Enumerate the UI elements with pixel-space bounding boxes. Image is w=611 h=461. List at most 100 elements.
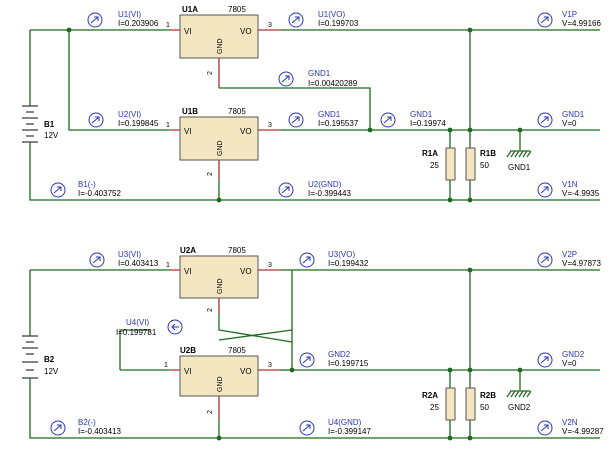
circuit-2: B2 12V U2A 7805 VI VO GND 1 3 2 U2B 7805… (22, 246, 604, 441)
u1b-vo: VO (240, 127, 252, 136)
probe-b1neg[interactable]: B1(-) I=-0.403752 (50, 180, 121, 198)
probe-u4vi-name: U4(VI) (126, 318, 149, 327)
probe-u3vo-name: U3(VO) (328, 250, 355, 259)
probe-vgnd1[interactable]: GND1 V=0 (537, 110, 585, 128)
u1a-vo: VO (240, 27, 252, 36)
u2b-pin3: 3 (268, 362, 272, 369)
probe-gnd1b-reading: I=0.195537 (318, 119, 359, 128)
probe-v1p-reading: V=4.99166 (562, 19, 601, 28)
regulator-u2a[interactable]: U2A 7805 VI VO GND 1 3 2 (166, 246, 272, 312)
probe-u4gnd[interactable]: U4(GND) I=-0.399147 (299, 418, 371, 436)
u1b-gnd: GND (217, 140, 224, 156)
u2b-pin1: 1 (164, 362, 168, 369)
probe-u1vi-name: U1(VI) (118, 10, 141, 19)
u2b-vi: VI (184, 367, 192, 376)
wires-circuit-1 (29, 29, 600, 201)
probe-v1n[interactable]: V1N V=-4.9935 (537, 180, 600, 198)
probe-vgnd1-reading: V=0 (562, 119, 577, 128)
r2b-name: R2B (480, 391, 496, 400)
u2a-vi: VI (184, 267, 192, 276)
u1a-gnd: GND (217, 38, 224, 54)
probe-u3vi-name: U3(VI) (118, 250, 141, 259)
r2a-value: 25 (430, 403, 439, 412)
probe-b1neg-reading: I=-0.403752 (78, 189, 121, 198)
regulator-u2b[interactable]: U2B 7805 VI VO GND 1 3 2 (164, 346, 272, 414)
probe-u1vo[interactable]: U1(VO) I=0.199703 (288, 10, 359, 28)
probe-u1vo-reading: I=0.199703 (318, 19, 359, 28)
probe-b2neg[interactable]: B2(-) I=-0.403413 (50, 418, 121, 436)
u2a-vo: VO (240, 267, 252, 276)
probe-gnd1c[interactable]: GND1 I=0.19974 (380, 110, 446, 128)
probe-gnd1c-reading: I=0.19974 (410, 119, 446, 128)
u1a-part: 7805 (228, 5, 246, 14)
u2b-name: U2B (180, 346, 196, 355)
probe-v2n[interactable]: V2N V=-4.99287 (537, 418, 604, 436)
probe-gnd2-name: GND2 (328, 350, 351, 359)
regulator-u1a[interactable]: U1A 7805 VI VO GND 1 3 2 (166, 5, 272, 75)
probe-b2neg-reading: I=-0.403413 (78, 427, 121, 436)
r1a-value: 25 (430, 161, 439, 170)
probe-gnd1b[interactable]: GND1 I=0.195537 (288, 110, 359, 128)
probe-gnd1a[interactable]: GND1 I=0.00420289 (278, 69, 358, 88)
probe-gnd2[interactable]: GND2 I=0.199715 (299, 350, 369, 368)
resistor-r2a[interactable]: R2A 25 (422, 387, 456, 421)
probe-u4gnd-name: U4(GND) (328, 418, 362, 427)
u1a-name: U1A (182, 5, 198, 14)
probe-u2vi-name: U2(VI) (118, 110, 141, 119)
battery-b1-name: B1 (44, 120, 55, 129)
probe-v2n-reading: V=-4.99287 (562, 427, 604, 436)
gnd2-label: GND2 (508, 403, 531, 412)
battery-b2-name: B2 (44, 355, 55, 364)
u2b-vo: VO (240, 367, 252, 376)
junctions-circuit-1 (66, 27, 523, 203)
battery-b1: B1 12V (22, 100, 59, 150)
probe-v2p[interactable]: V2P V=4.97873 (537, 250, 601, 268)
regulator-u1b[interactable]: U1B 7805 VI VO GND 1 3 2 (166, 107, 272, 176)
u1a-pin1: 1 (166, 22, 170, 29)
probe-gnd1a-name: GND1 (308, 69, 331, 78)
u2a-pin1: 1 (166, 262, 170, 269)
probe-gnd1a-reading: I=0.00420289 (308, 79, 358, 88)
r2b-value: 50 (480, 403, 489, 412)
probe-u2vi[interactable]: U2(VI) I=0.199845 (88, 110, 159, 128)
probe-gnd2-reading: I=0.199715 (328, 359, 369, 368)
resistor-r2b[interactable]: R2B 50 (465, 387, 496, 421)
probe-u2gnd[interactable]: U2(GND) I=-0.399443 (278, 180, 351, 198)
resistor-r1a[interactable]: R1A 25 (422, 147, 456, 181)
probe-vgnd2-reading: V=0 (562, 359, 577, 368)
probe-b2neg-name: B2(-) (78, 418, 96, 427)
probe-u3vi[interactable]: U3(VI) I=0.403413 (89, 250, 159, 268)
probe-v1p-name: V1P (562, 10, 577, 19)
probe-v2p-name: V2P (562, 250, 577, 259)
probe-v1n-reading: V=-4.9935 (562, 189, 600, 198)
u2a-pin3: 3 (268, 262, 272, 269)
probe-u4vi-reading: I=0.199781 (116, 328, 157, 337)
resistor-r1b[interactable]: R1B 50 (465, 147, 496, 181)
u2a-gnd: GND (217, 278, 224, 294)
probe-u3vi-reading: I=0.403413 (118, 259, 159, 268)
probe-u1vo-name: U1(VO) (318, 10, 345, 19)
r1b-value: 50 (480, 161, 489, 170)
probe-u2gnd-name: U2(GND) (308, 180, 342, 189)
probe-u3vo[interactable]: U3(VO) I=0.199432 (299, 250, 369, 268)
junctions-circuit-2 (216, 267, 523, 441)
battery-b2: B2 12V (22, 330, 59, 384)
u2b-pin2: 2 (207, 410, 214, 414)
probe-vgnd2[interactable]: GND2 V=0 (537, 350, 585, 368)
probe-u1vi[interactable]: U1(VI) I=0.203906 (87, 10, 159, 28)
probe-u2vi-reading: I=0.199845 (118, 119, 159, 128)
u1b-pin2: 2 (207, 172, 214, 176)
u1a-pin3: 3 (268, 22, 272, 29)
u1a-vi: VI (184, 27, 192, 36)
u1b-part: 7805 (228, 107, 246, 116)
probe-v1p[interactable]: V1P V=4.99166 (537, 10, 601, 28)
probe-gnd1b-name: GND1 (318, 110, 341, 119)
probe-u4vi[interactable]: U4(VI) I=0.199781 (116, 318, 183, 337)
probe-v2n-name: V2N (562, 418, 578, 427)
r2a-name: R2A (422, 391, 438, 400)
u2a-pin2: 2 (207, 308, 214, 312)
probe-u3vo-reading: I=0.199432 (328, 259, 369, 268)
probe-gnd1c-name: GND1 (410, 110, 433, 119)
u2a-part: 7805 (228, 246, 246, 255)
gnd1-label: GND1 (508, 163, 531, 172)
